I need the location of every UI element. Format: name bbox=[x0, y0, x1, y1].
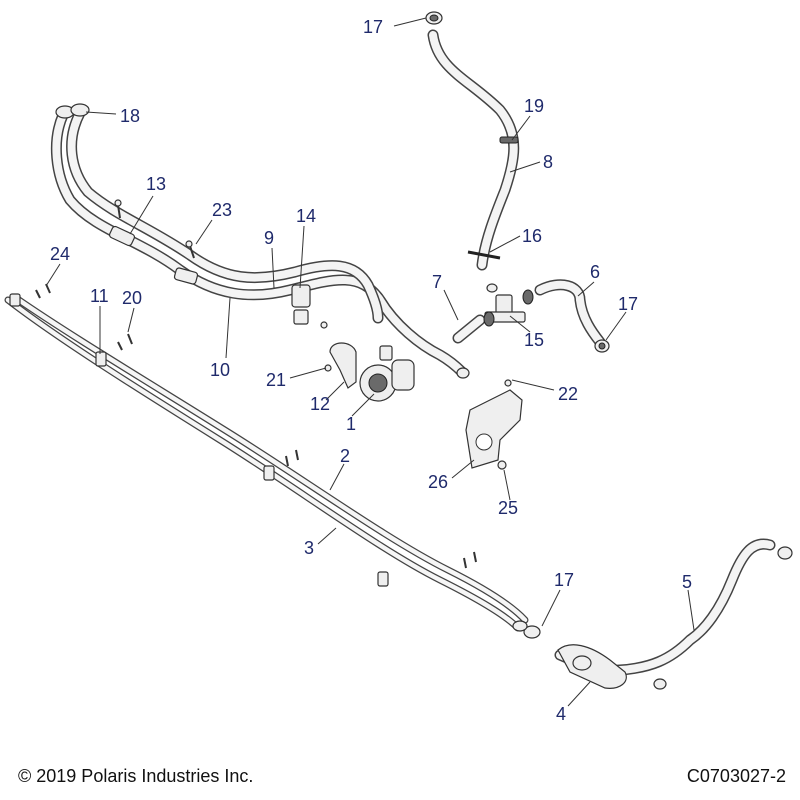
pump-part-1 bbox=[359, 345, 415, 402]
bolt-part-13-top bbox=[114, 199, 122, 219]
callout-17-top: 17 bbox=[363, 17, 383, 37]
callout-22: 22 bbox=[558, 384, 578, 404]
bolt-part-24 bbox=[35, 283, 51, 299]
bracket-part-12 bbox=[329, 342, 357, 389]
callout-15: 15 bbox=[524, 330, 544, 350]
clamp-part-18 bbox=[55, 103, 90, 119]
callout-10: 10 bbox=[210, 360, 230, 380]
callout-6: 6 bbox=[590, 262, 600, 282]
callout-8: 8 bbox=[543, 152, 553, 172]
bracket-part-26 bbox=[465, 389, 523, 469]
callout-25: 25 bbox=[498, 498, 518, 518]
callout-numbers: 17 18 19 8 13 23 14 9 16 24 7 6 11 20 17… bbox=[50, 17, 692, 724]
callout-12: 12 bbox=[310, 394, 330, 414]
hose-part-6 bbox=[534, 279, 606, 348]
clamp-part-17-top bbox=[425, 11, 443, 25]
bracket-part-13b bbox=[173, 267, 199, 285]
callout-7: 7 bbox=[432, 272, 442, 292]
bolt-part-2-pair bbox=[285, 449, 477, 569]
callout-21: 21 bbox=[266, 370, 286, 390]
leader-lines bbox=[45, 17, 695, 707]
copyright-notice: © 2019 Polaris Industries Inc. bbox=[18, 766, 254, 786]
bracket-part-4 bbox=[557, 644, 627, 689]
screw-part-22 bbox=[504, 379, 512, 387]
bracket-part-14 bbox=[291, 284, 311, 325]
clip-part-11 bbox=[9, 293, 389, 587]
clamp-part-4 bbox=[653, 678, 667, 690]
callout-19: 19 bbox=[524, 96, 544, 116]
screw-part-14-lower bbox=[320, 321, 328, 329]
callout-5: 5 bbox=[682, 572, 692, 592]
callout-11: 11 bbox=[90, 286, 109, 306]
callout-13: 13 bbox=[146, 174, 166, 194]
clamp-part-5-top bbox=[777, 546, 793, 560]
callout-18: 18 bbox=[120, 106, 140, 126]
callout-14: 14 bbox=[296, 206, 316, 226]
callout-4: 4 bbox=[556, 704, 566, 724]
hose-part-10 bbox=[66, 107, 384, 324]
clamp-hose-9-end bbox=[456, 367, 470, 379]
tie-part-16 bbox=[467, 250, 501, 260]
hose-part-7 bbox=[452, 314, 486, 344]
callout-3: 3 bbox=[304, 538, 314, 558]
callout-26: 26 bbox=[428, 472, 448, 492]
hose-part-9 bbox=[50, 109, 468, 378]
callout-17-lower: 17 bbox=[554, 570, 574, 590]
callout-17-right: 17 bbox=[618, 294, 638, 314]
hose-part-8 bbox=[427, 29, 520, 271]
nut-part-25 bbox=[497, 460, 507, 470]
callout-1: 1 bbox=[346, 414, 356, 434]
tube-part-3 bbox=[4, 296, 522, 632]
callout-24: 24 bbox=[50, 244, 70, 264]
tube-part-2 bbox=[12, 294, 529, 624]
callout-2: 2 bbox=[340, 446, 350, 466]
callout-20: 20 bbox=[122, 288, 142, 308]
tee-part-15 bbox=[483, 283, 534, 327]
drawing-number: C0703027-2 bbox=[686, 766, 786, 786]
bracket-part-13 bbox=[108, 225, 136, 247]
clamp-part-17-right bbox=[594, 339, 610, 353]
callout-16: 16 bbox=[522, 226, 542, 246]
bolt-part-20 bbox=[117, 333, 133, 351]
clamp-part-17-lower bbox=[512, 620, 541, 639]
bolt-part-23 bbox=[185, 240, 195, 259]
callout-23: 23 bbox=[212, 200, 232, 220]
callout-9: 9 bbox=[264, 228, 274, 248]
clamp-part-19 bbox=[499, 136, 519, 144]
